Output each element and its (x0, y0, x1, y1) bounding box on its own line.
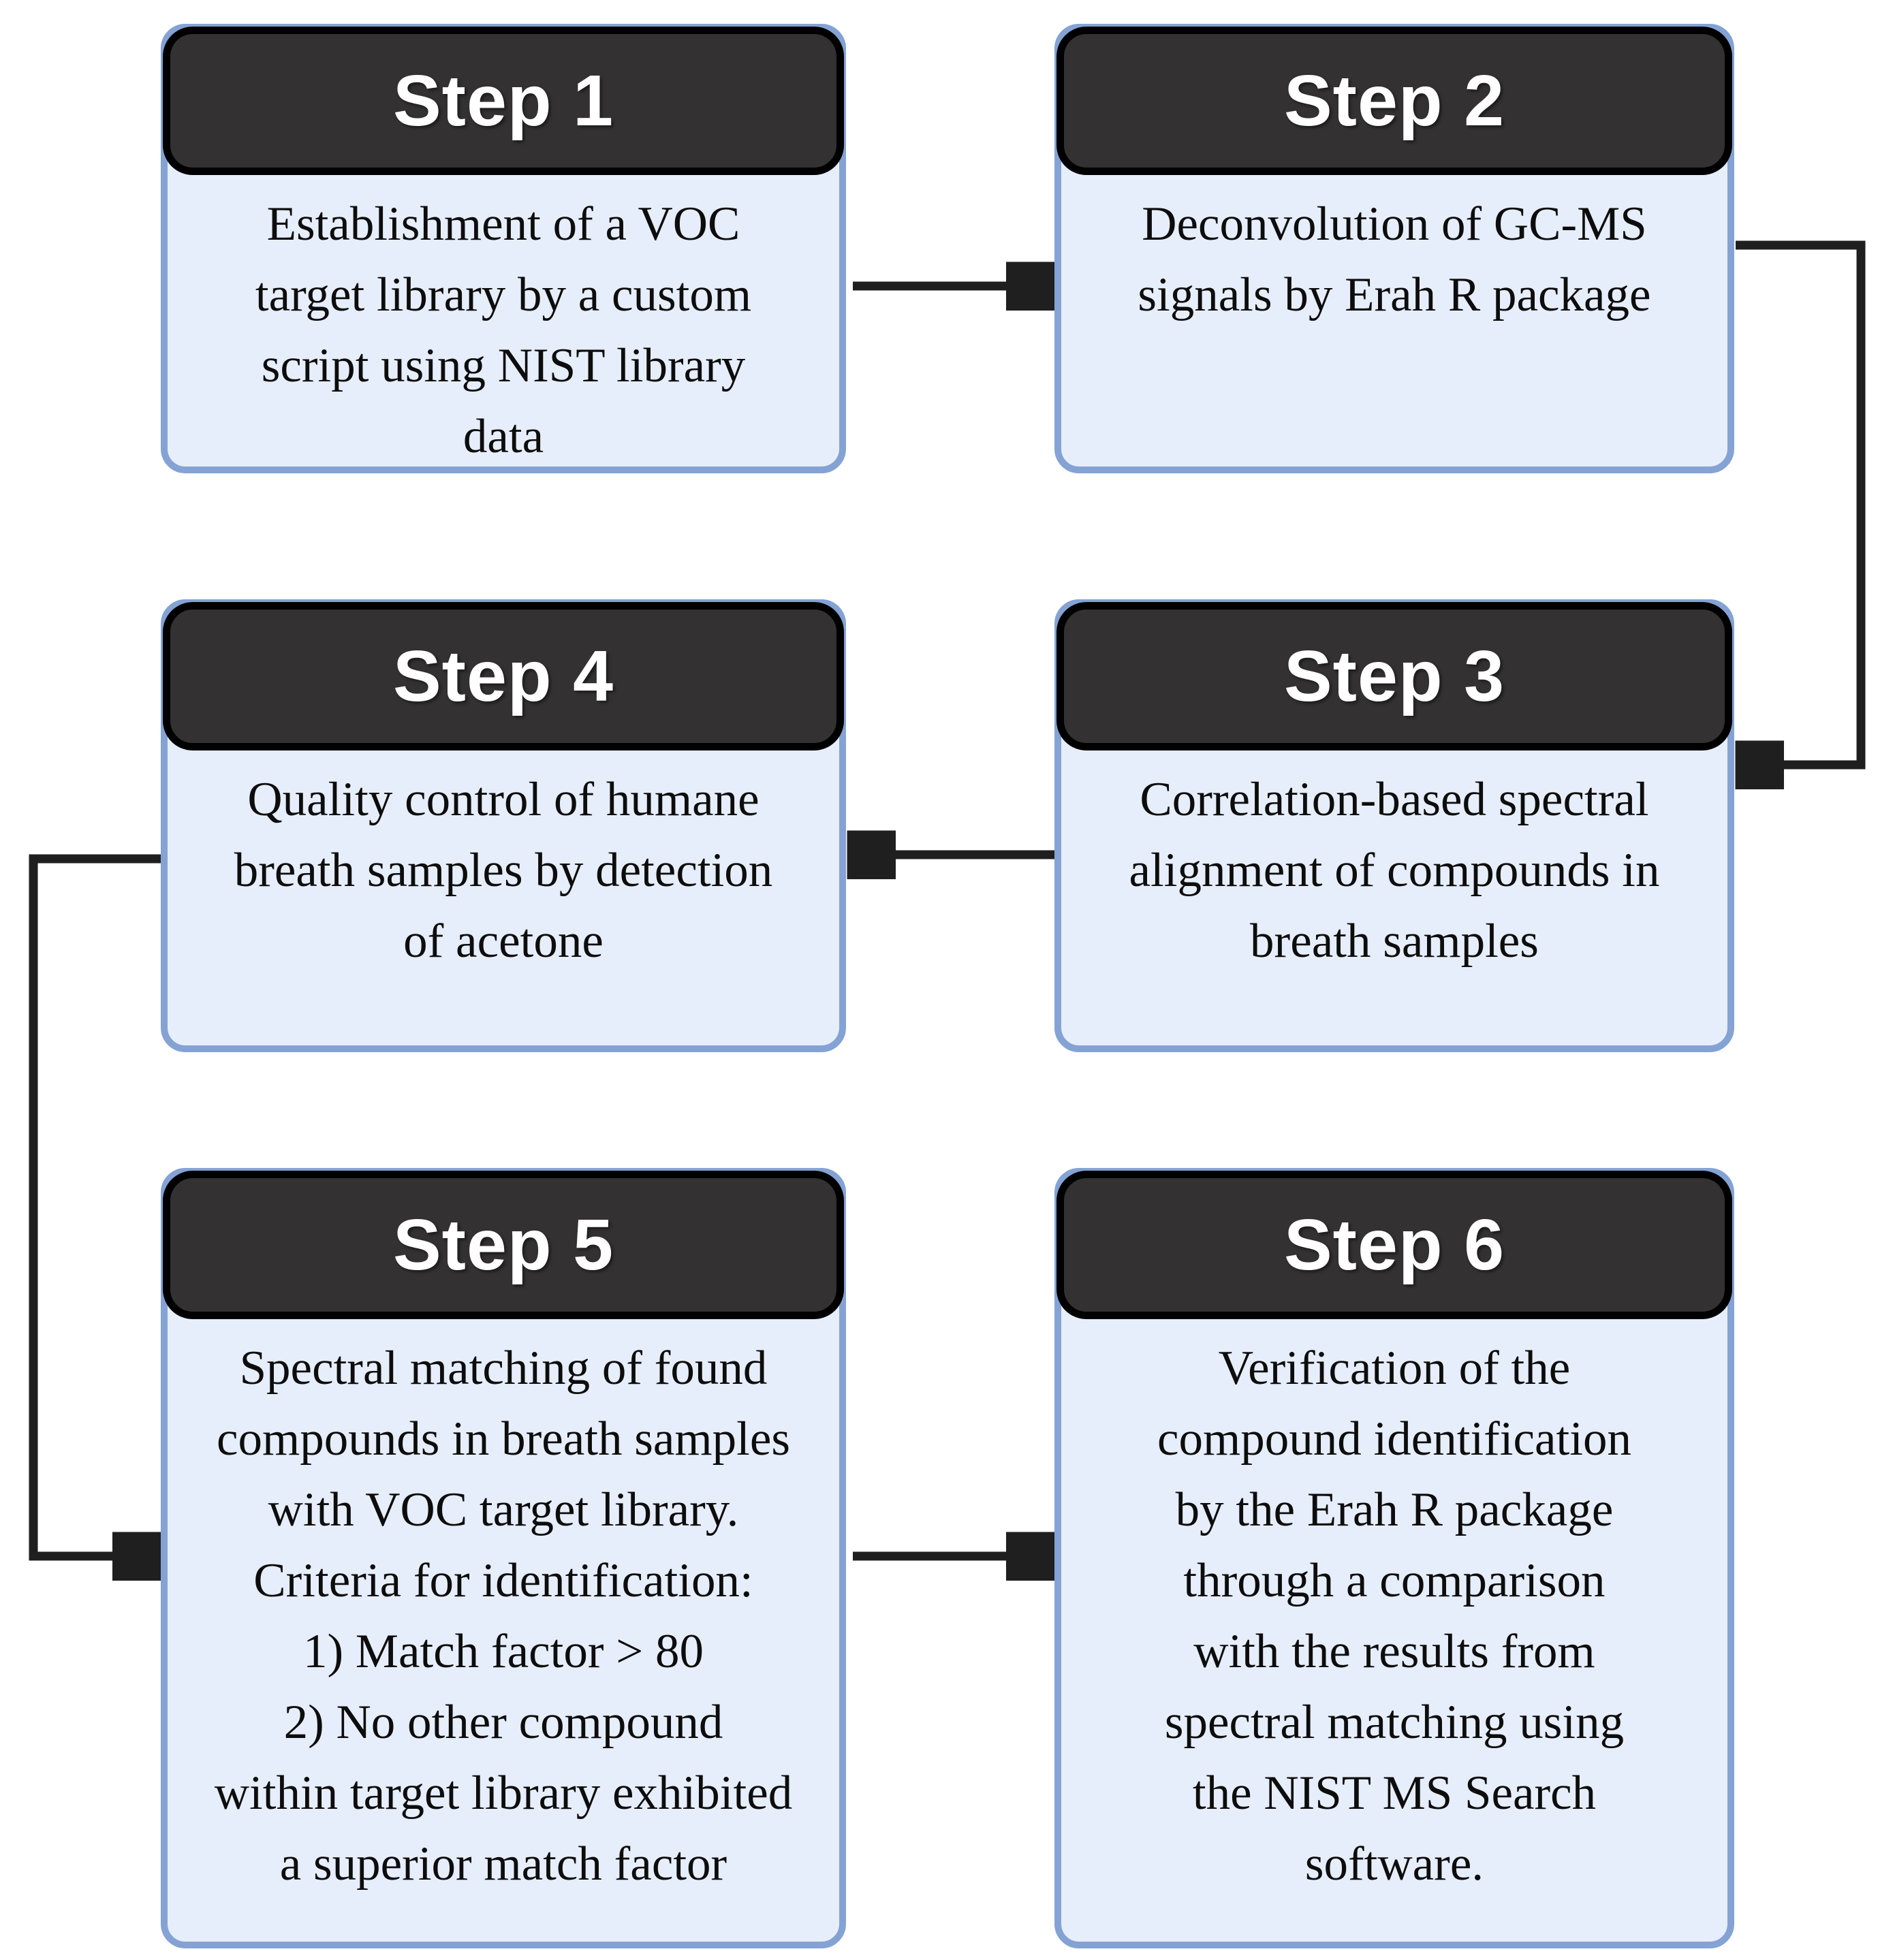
step-body-line: of acetone (403, 915, 604, 968)
step-5-box: Step 5 Spectral matching of found compou… (161, 1168, 846, 1948)
step-4-header: Step 4 (163, 602, 844, 750)
step-4-description: Quality control of humane breath samples… (173, 764, 834, 977)
step-body-line: with VOC target library. (268, 1483, 739, 1536)
step-body-line: target library by a custom (255, 268, 752, 321)
step-6-header: Step 6 (1056, 1171, 1732, 1319)
step-body-line: script using NIST library (261, 339, 746, 392)
step-body-line: 2) No other compound (283, 1696, 723, 1749)
step-body-line: 1) Match factor > 80 (302, 1625, 704, 1678)
step-3-title: Step 3 (1283, 635, 1505, 716)
step-body-line: Correlation-based spectral (1140, 773, 1649, 826)
step-body-line: compound identification (1157, 1412, 1632, 1466)
step-body-line: software. (1304, 1837, 1484, 1891)
step-1-header: Step 1 (163, 27, 844, 175)
step-2-box: Step 2 Deconvolution of GC-MS signals by… (1054, 24, 1734, 473)
step-body-line: spectral matching using (1164, 1696, 1625, 1749)
step-body-line: with the results from (1193, 1625, 1595, 1678)
step-body-line: within target library exhibited (214, 1767, 793, 1820)
step-1-description: Establishment of a VOC target library by… (173, 189, 834, 472)
step-6-description: Verification of the compound identificat… (1067, 1333, 1722, 1899)
step-1-box: Step 1 Establishment of a VOC target lib… (161, 24, 846, 473)
step-2-description: Deconvolution of GC-MS signals by Erah R… (1067, 189, 1722, 330)
step-body-line: Spectral matching of found (239, 1342, 768, 1395)
step-6-box: Step 6 Verification of the compound iden… (1054, 1168, 1734, 1948)
step-body-line: breath samples (1250, 915, 1539, 968)
connector-step2-step3 (1736, 240, 1866, 765)
step-body-line: Deconvolution of GC-MS (1142, 197, 1647, 251)
step-body-line: a superior match factor (279, 1837, 727, 1891)
connector-step4-step5 (29, 854, 161, 1556)
step-body-line: compounds in breath samples (217, 1412, 790, 1466)
step-body-line: signals by Erah R package (1138, 268, 1651, 321)
step-body-line: Verification of the (1218, 1342, 1571, 1395)
step-body-line: the NIST MS Search (1192, 1767, 1597, 1820)
step-2-header: Step 2 (1056, 27, 1732, 175)
step-5-title: Step 5 (392, 1204, 614, 1285)
step-1-title: Step 1 (392, 60, 614, 141)
step-body-line: breath samples by detection (234, 844, 773, 897)
step-body-line: Criteria for identification: (253, 1554, 753, 1607)
step-body-line: Quality control of humane (247, 773, 759, 826)
step-4-box: Step 4 Quality control of humane breath … (161, 599, 846, 1052)
step-body-line: through a comparison (1183, 1554, 1606, 1607)
step-3-description: Correlation-based spectral alignment of … (1067, 764, 1722, 977)
step-body-line: Establishment of a VOC (266, 197, 740, 251)
step-5-header: Step 5 (163, 1171, 844, 1319)
step-4-title: Step 4 (392, 635, 614, 716)
step-body-line: by the Erah R package (1175, 1483, 1614, 1536)
step-3-header: Step 3 (1056, 602, 1732, 750)
step-3-box: Step 3 Correlation-based spectral alignm… (1054, 599, 1734, 1052)
step-6-title: Step 6 (1283, 1204, 1505, 1285)
step-2-title: Step 2 (1283, 60, 1505, 141)
step-5-description: Spectral matching of found compounds in … (173, 1333, 834, 1899)
step-body-line: data (463, 410, 544, 463)
step-body-line: alignment of compounds in (1129, 844, 1660, 897)
